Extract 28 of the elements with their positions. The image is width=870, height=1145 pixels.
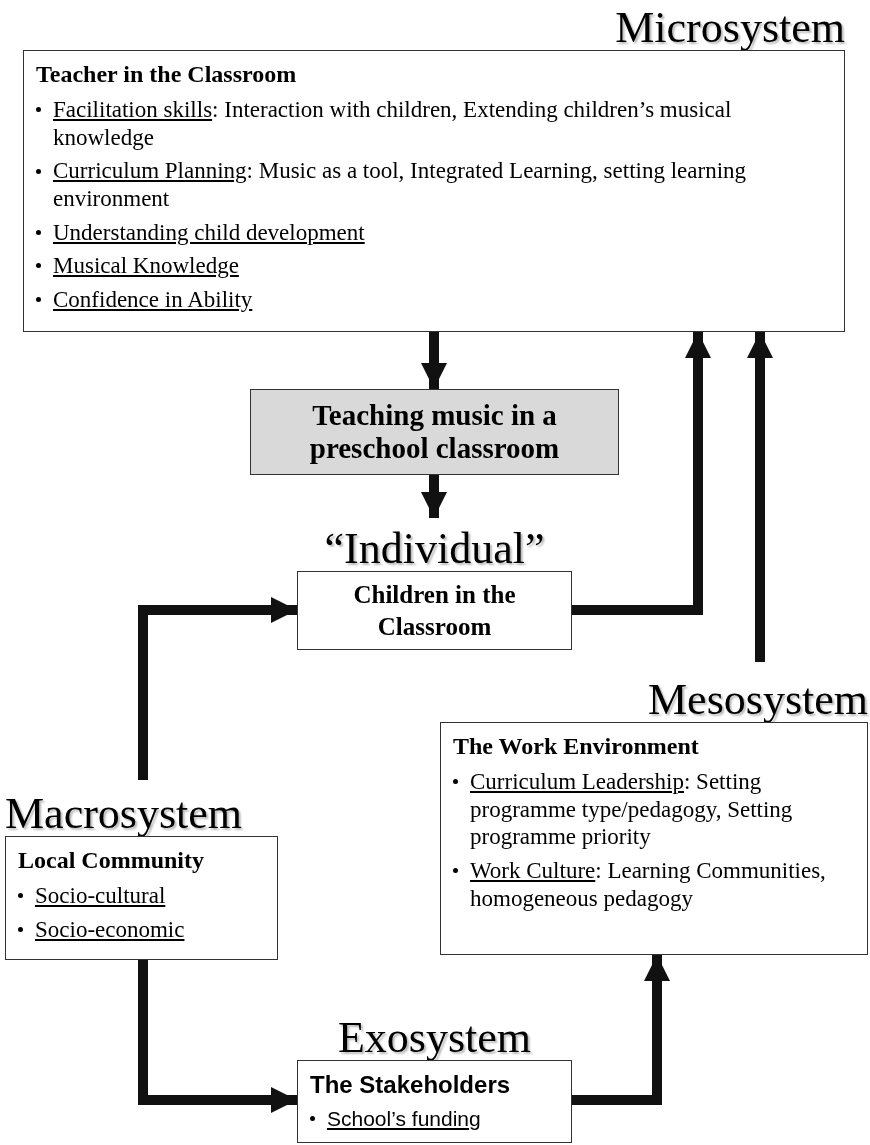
system-label: Microsystem [615,6,845,50]
box-heading: The Work Environment [453,732,700,761]
system-label: “Individual” [324,527,545,571]
system-label: Mesosystem [648,678,868,722]
bullet-item: Curriculum Leadership: Setting programme type/pedagogy, Setting programme priority [470,768,794,851]
box-heading: Children in the Classroom [352,580,517,642]
bullet-item: School’s funding [327,1106,481,1132]
box-heading: Teaching music in a preschool classroom [308,398,561,466]
bullet-item: Socio-cultural [35,882,166,910]
arrow [572,332,711,615]
bullet-item: Confidence in Ability [53,285,253,314]
arrow [572,955,670,1105]
box-heading: Local Community [18,846,205,875]
arrow [138,597,297,780]
arrow [138,960,297,1113]
bullet-item: Work Culture: Learning Communities, homogeneous pedagogy [470,856,827,913]
system-label: Exosystem [337,1016,532,1060]
box-heading: Teacher in the Classroom [36,60,298,89]
bullet-item: Understanding child development [53,218,365,247]
arrow [421,475,447,518]
system-label: Macrosystem [5,792,243,836]
arrow [747,332,773,662]
bullet-item: Facilitation skills: Interaction with children, Extending children’s musical knowledge [53,96,733,152]
arrow [421,332,447,389]
bullet-item: Curriculum Planning: Music as a tool, Integrated Learning, setting learning environment [53,157,748,213]
box-heading: The Stakeholders [310,1070,512,1100]
bullet-item: Musical Knowledge [53,252,239,280]
bullet-item: Socio-economic [35,915,185,944]
